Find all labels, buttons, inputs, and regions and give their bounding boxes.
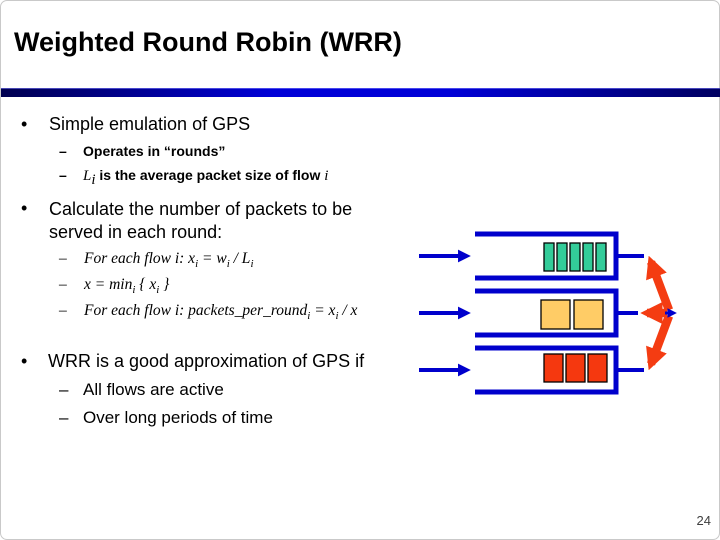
subbullet-avg-packet-size-label: is the average packet size of flow — [99, 167, 321, 183]
formula-packets-per-round: –For each flow i: packets_per_roundi = x… — [59, 302, 358, 323]
formula-text: x = min — [84, 276, 133, 293]
formula-text: = x — [310, 302, 336, 319]
formula-flow-weight-ratio: –For each flow i: xi = wi / Li — [59, 250, 254, 271]
packet — [587, 353, 608, 383]
packet — [569, 242, 581, 272]
subscript: i — [250, 258, 254, 271]
subbullet-operates-in-rounds: –Operates in “rounds” — [59, 143, 225, 159]
subscript: i — [307, 310, 311, 323]
bullet-marker: • — [21, 351, 28, 371]
dash-marker: – — [59, 276, 67, 293]
packet — [540, 299, 571, 330]
bullet-simple-emulation-label: Simple emulation of GPS — [49, 114, 251, 134]
var-L: L — [83, 168, 92, 184]
packet — [556, 242, 568, 272]
formula-text: { x — [135, 276, 157, 293]
subbullet-long-periods-label: Over long periods of time — [83, 408, 273, 427]
formula-text: } — [159, 276, 170, 293]
scheduler-arm-top — [646, 255, 673, 312]
dash-marker: – — [59, 408, 69, 427]
bullet-calculate-packets-label: Calculate the number of packets to be se… — [49, 199, 353, 242]
packet — [573, 299, 604, 330]
wrr-queues-diagram — [419, 231, 677, 395]
subscript: i — [132, 284, 136, 297]
subbullet-all-flows-active: –All flows are active — [59, 380, 224, 400]
scheduler-round-robin-arrow — [640, 255, 673, 371]
subscript: i — [335, 310, 339, 323]
flow-2-packets — [540, 299, 604, 330]
subbullet-long-periods: –Over long periods of time — [59, 408, 273, 428]
flow-3-packets — [543, 353, 608, 383]
scheduler-arm-bottom — [646, 314, 673, 371]
bullet-simple-emulation: • Simple emulation of GPS — [21, 114, 250, 135]
packet — [582, 242, 594, 272]
bullet-wrr-approximation: • WRR is a good approximation of GPS if — [21, 351, 364, 372]
flow-1-packets — [543, 242, 607, 272]
var-L-subscript: i — [91, 171, 96, 188]
dash-marker: – — [59, 380, 69, 399]
subbullet-avg-packet-size: –Li is the average packet size of flow i — [59, 167, 329, 188]
dash-marker: – — [59, 250, 67, 267]
formula-text: / x — [338, 302, 358, 319]
bullet-marker: • — [21, 114, 28, 134]
var-i: i — [324, 168, 329, 184]
subscript: i — [156, 284, 160, 297]
subscript: i — [226, 258, 230, 271]
packet — [595, 242, 607, 272]
formula-text: / L — [229, 250, 251, 267]
bullet-calculate-packets: • Calculate the number of packets to be … — [21, 198, 399, 244]
dash-marker: – — [59, 302, 67, 319]
slide-title: Weighted Round Robin (WRR) — [14, 27, 402, 57]
formula-min: –x = mini { xi } — [59, 276, 170, 297]
packet — [543, 353, 564, 383]
bullet-marker: • — [21, 198, 28, 218]
subscript: i — [195, 258, 199, 271]
formula-text: For each flow i: x — [84, 250, 196, 267]
subbullet-operates-label: Operates in “rounds” — [83, 143, 226, 159]
title-divider-rule — [1, 88, 720, 97]
packet — [543, 242, 555, 272]
page-number: 24 — [696, 513, 711, 528]
formula-text: = w — [198, 250, 227, 267]
subbullet-all-flows-active-label: All flows are active — [83, 380, 224, 399]
bullet-wrr-approximation-label: WRR is a good approximation of GPS if — [48, 351, 365, 371]
dash-marker: – — [59, 167, 67, 183]
formula-text: For each flow i: packets_per_round — [84, 302, 308, 319]
dash-marker: – — [59, 143, 67, 159]
packet — [565, 353, 586, 383]
